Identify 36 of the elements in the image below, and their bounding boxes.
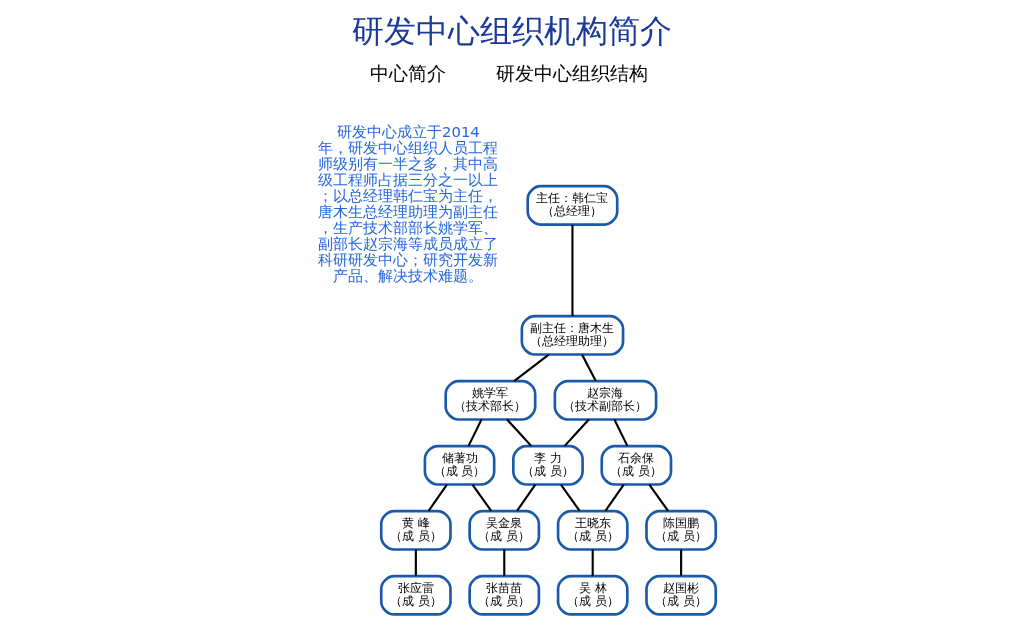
node-box: 石余保 （成 员） <box>600 444 673 486</box>
node-box: 姚学军 （技术部长） <box>444 379 537 421</box>
connector <box>427 483 448 512</box>
label: 中心简介 <box>370 62 447 86</box>
label: 研发中心成立于2014 年，研发中心组织人员工程师级别有一半之多，其中高级工程师占据三分之一以上；以总经理韩仁宝为主任，唐木生总经理助理为副主任，生产技术部部长姚学军、副部长赵宗海等成员成立了科研研发中心；研究开发新产品、解决技术难题。 <box>318 123 499 286</box>
node-box: 主任：韩仁宝 （总经理） <box>526 184 619 226</box>
connector <box>604 483 625 512</box>
node-box: 王晓东 （成 员） <box>556 509 629 551</box>
connector <box>563 418 590 447</box>
node-box: 副主任：唐木生 （总经理助理） <box>520 314 625 356</box>
node-box: 李 力 （成 员） <box>512 444 584 486</box>
node-box: 赵宗海 （技术副部长） <box>553 379 658 421</box>
node-box: 黄 峰 （成 员） <box>379 509 452 551</box>
connector <box>571 224 574 316</box>
connector <box>581 354 597 382</box>
diagram-title: 研发中心组织机构简介 <box>352 12 672 51</box>
node-box: 张应雷 （成 员） <box>379 574 452 616</box>
label: 研发中心组织结构 <box>496 62 649 86</box>
node-box: 吴 林 （成 员） <box>556 574 629 616</box>
connector <box>516 483 537 512</box>
connector <box>560 483 581 512</box>
connector <box>414 549 417 576</box>
connector <box>591 549 594 576</box>
connector <box>613 419 629 447</box>
node-box: 赵国彬 （成 员） <box>645 574 718 616</box>
connector <box>506 418 532 447</box>
connector <box>467 419 483 447</box>
connector <box>680 549 683 576</box>
connector <box>471 483 493 512</box>
node-box: 陈国鹏 （成 员） <box>645 509 718 551</box>
node-box: 张苗苗 （成 员） <box>468 574 541 616</box>
node-box: 储著功 （成 员） <box>423 444 496 486</box>
node-box: 吴金泉 （成 员） <box>468 509 541 551</box>
connector <box>513 353 550 382</box>
connector <box>648 483 669 512</box>
connector <box>503 549 506 576</box>
